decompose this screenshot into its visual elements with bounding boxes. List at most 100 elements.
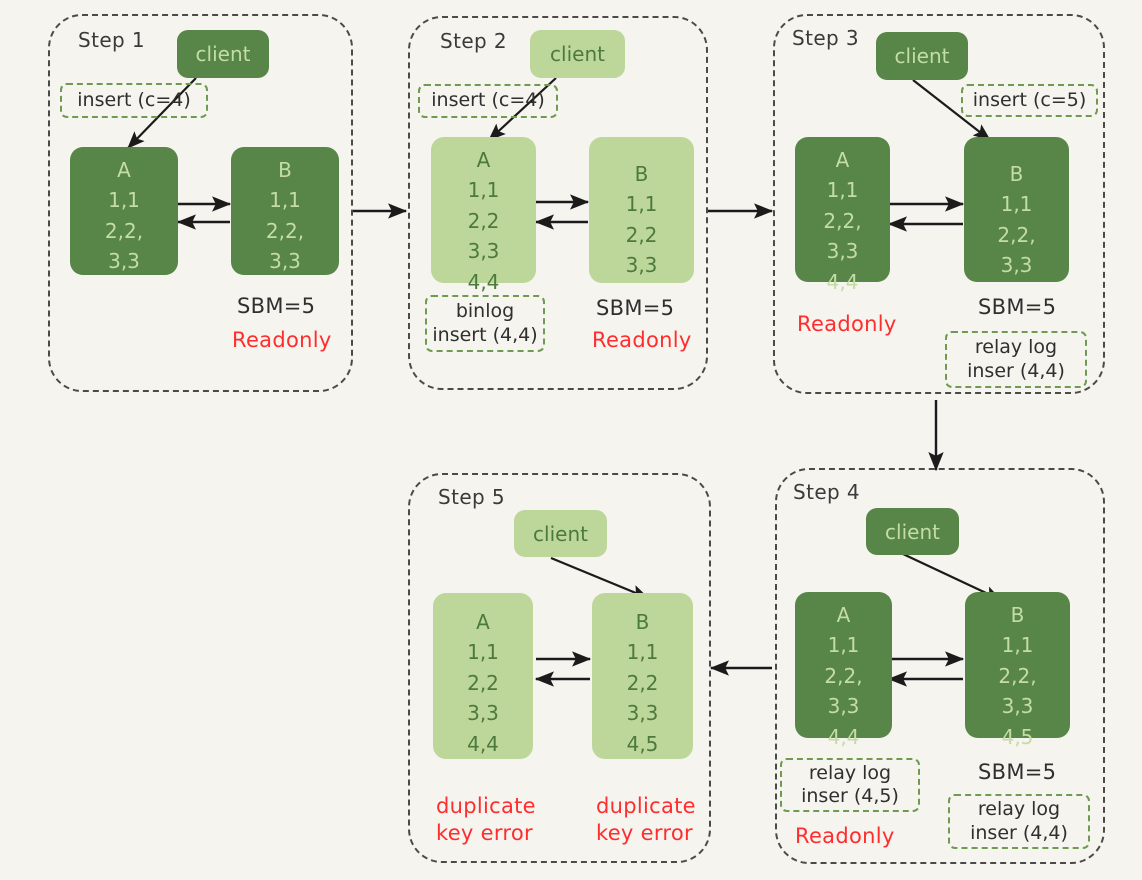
panel-title-step-2: Step 2 — [440, 29, 508, 53]
panel-step-2 — [408, 16, 708, 390]
error-label-b-step-5: duplicate key error — [596, 793, 696, 848]
sbm-label-step-3: SBM=5 — [978, 295, 1057, 319]
note-line: binlog — [455, 300, 515, 323]
error-line: duplicate — [596, 794, 696, 818]
node-row: 1,1 — [827, 633, 860, 658]
client-box-step-2[interactable]: client — [530, 30, 625, 78]
note-line: insert (c=5) — [972, 88, 1087, 111]
node-row: 3,3 — [625, 253, 658, 278]
error-line: key error — [596, 821, 693, 846]
node-row: 1,1 — [269, 188, 301, 213]
panel-step-1 — [48, 14, 353, 392]
node-a-step-3[interactable]: A 1,1 2,2, 3,3 4,4 — [795, 137, 890, 294]
note-line: relay log — [808, 761, 892, 784]
node-row: 2,2, — [823, 208, 862, 233]
node-a-step-5[interactable]: A 1,1 2,2 3,3 4,4 — [433, 593, 533, 759]
readonly-label-step-2: Readonly — [592, 328, 692, 352]
note-relaylog-b-step-4: relay log inser (4,4) — [948, 794, 1090, 849]
error-label-a-step-5: duplicate key error — [436, 793, 536, 848]
node-row: 1,1 — [625, 192, 658, 217]
panel-step-3 — [773, 14, 1105, 394]
node-b-step-4[interactable]: B 1,1 2,2, 3,3 4,5 — [965, 592, 1070, 749]
node-row: 2,2, — [824, 663, 863, 688]
node-row: 3,3 — [1001, 694, 1034, 719]
sbm-label-step-2: SBM=5 — [596, 296, 675, 320]
node-row: 4,5 — [626, 731, 659, 756]
node-name: A — [476, 148, 491, 172]
note-line: relay log — [977, 798, 1061, 821]
node-a-step-4[interactable]: A 1,1 2,2, 3,3 4,4 — [795, 592, 892, 749]
client-box-step-1[interactable]: client — [177, 30, 269, 78]
note-line: inser (4,5) — [801, 785, 899, 807]
node-row: 1,1 — [1001, 633, 1034, 658]
node-row: 2,2, — [265, 218, 305, 243]
node-row: 2,2, — [998, 663, 1037, 688]
node-row: 3,3 — [108, 249, 140, 274]
node-row: 2,2, — [104, 218, 144, 243]
error-line: key error — [436, 821, 533, 846]
node-row: 4,4 — [826, 269, 859, 294]
node-b-step-5[interactable]: B 1,1 2,2 3,3 4,5 — [592, 593, 693, 759]
readonly-label-step-3: Readonly — [797, 312, 897, 336]
panel-title-step-4: Step 4 — [793, 480, 861, 504]
node-b-step-3[interactable]: B 1,1 2,2, 3,3 — [964, 137, 1069, 282]
node-row: 3,3 — [1000, 253, 1033, 278]
node-name: B — [634, 162, 649, 186]
sbm-label-step-1: SBM=5 — [237, 294, 316, 318]
node-row: 3,3 — [269, 249, 301, 274]
readonly-label-step-4: Readonly — [795, 824, 895, 848]
panel-title-step-5: Step 5 — [438, 485, 506, 509]
node-name: A — [836, 603, 851, 627]
node-name: B — [635, 610, 650, 634]
panel-step-4 — [775, 468, 1105, 864]
node-row: 1,1 — [1000, 192, 1033, 217]
node-row: 4,5 — [1001, 724, 1034, 749]
node-row: 2,2 — [467, 670, 499, 695]
node-b-step-1[interactable]: B 1,1 2,2, 3,3 — [231, 147, 339, 275]
node-name: B — [278, 158, 292, 182]
node-row: 4,4 — [467, 731, 499, 756]
note-line: insert (c=4) — [431, 89, 545, 112]
sbm-label-step-4: SBM=5 — [978, 760, 1057, 784]
client-box-step-5[interactable]: client — [514, 510, 607, 557]
node-a-step-2[interactable]: A 1,1 2,2 3,3 4,4 — [431, 137, 536, 294]
client-box-step-4[interactable]: client — [866, 508, 959, 555]
node-row: 3,3 — [626, 701, 659, 726]
node-name: A — [117, 158, 131, 182]
note-insert-step-2: insert (c=4) — [418, 84, 558, 118]
node-b-step-2[interactable]: B 1,1 2,2 3,3 — [589, 137, 694, 283]
node-row: 1,1 — [108, 188, 140, 213]
panel-title-step-1: Step 1 — [78, 28, 146, 52]
note-insert-step-1: insert (c=4) — [60, 83, 208, 118]
node-row: 1,1 — [467, 178, 500, 203]
node-row: 3,3 — [826, 239, 859, 264]
error-line: duplicate — [436, 794, 536, 818]
node-name: A — [835, 148, 850, 172]
node-row: 2,2 — [467, 208, 500, 233]
node-row: 3,3 — [467, 701, 499, 726]
note-relaylog-step-3: relay log inser (4,4) — [945, 331, 1087, 388]
node-row: 1,1 — [826, 178, 859, 203]
node-name: B — [1009, 162, 1024, 186]
note-line: insert (4,4) — [432, 323, 538, 346]
readonly-label-step-1: Readonly — [232, 328, 332, 352]
client-box-step-3[interactable]: client — [876, 32, 968, 80]
note-line: inser (4,4) — [970, 821, 1068, 844]
node-row: 4,4 — [467, 269, 500, 294]
node-row: 1,1 — [626, 640, 659, 665]
note-line: inser (4,4) — [967, 359, 1065, 382]
note-relaylog-a-step-4: relay log inser (4,5) — [780, 758, 920, 812]
node-row: 2,2, — [997, 222, 1036, 247]
node-row: 3,3 — [467, 239, 500, 264]
note-line: relay log — [974, 336, 1058, 359]
node-a-step-1[interactable]: A 1,1 2,2, 3,3 — [70, 147, 178, 275]
node-row: 1,1 — [467, 640, 499, 665]
note-line: insert (c=4) — [77, 88, 191, 111]
panel-step-5 — [408, 473, 711, 863]
panel-title-step-3: Step 3 — [792, 26, 860, 50]
node-name: B — [1010, 603, 1025, 627]
note-insert-step-3: insert (c=5) — [961, 84, 1098, 117]
node-row: 2,2 — [625, 222, 658, 247]
node-row: 4,4 — [827, 724, 860, 749]
